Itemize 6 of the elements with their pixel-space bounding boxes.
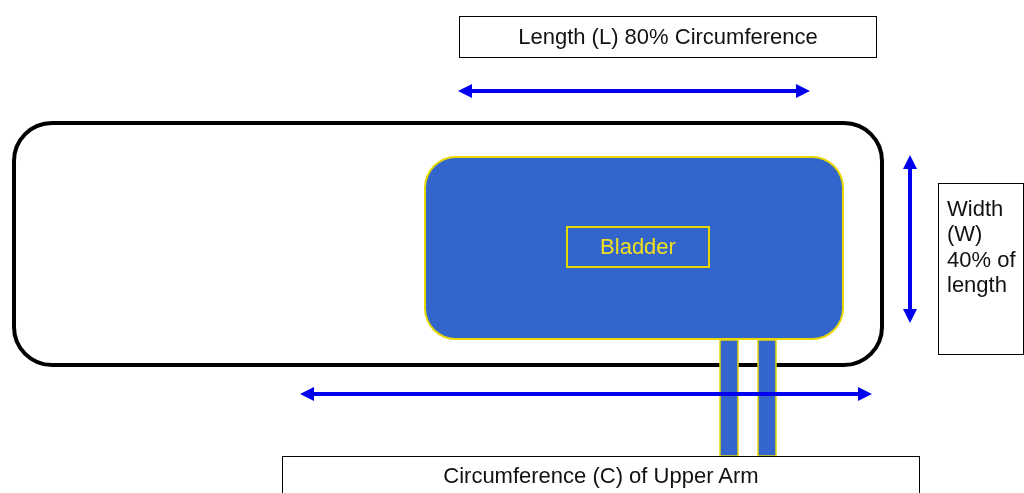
- bladder-label: Bladder: [566, 226, 710, 268]
- label-box: Width (W) 40% of length: [938, 183, 1024, 355]
- label-box: Length (L) 80% Circumference: [459, 16, 877, 58]
- cuff-outline: [12, 121, 884, 367]
- bladder-shape: [424, 156, 844, 340]
- label-box: Circumference (C) of Upper Arm: [282, 456, 920, 493]
